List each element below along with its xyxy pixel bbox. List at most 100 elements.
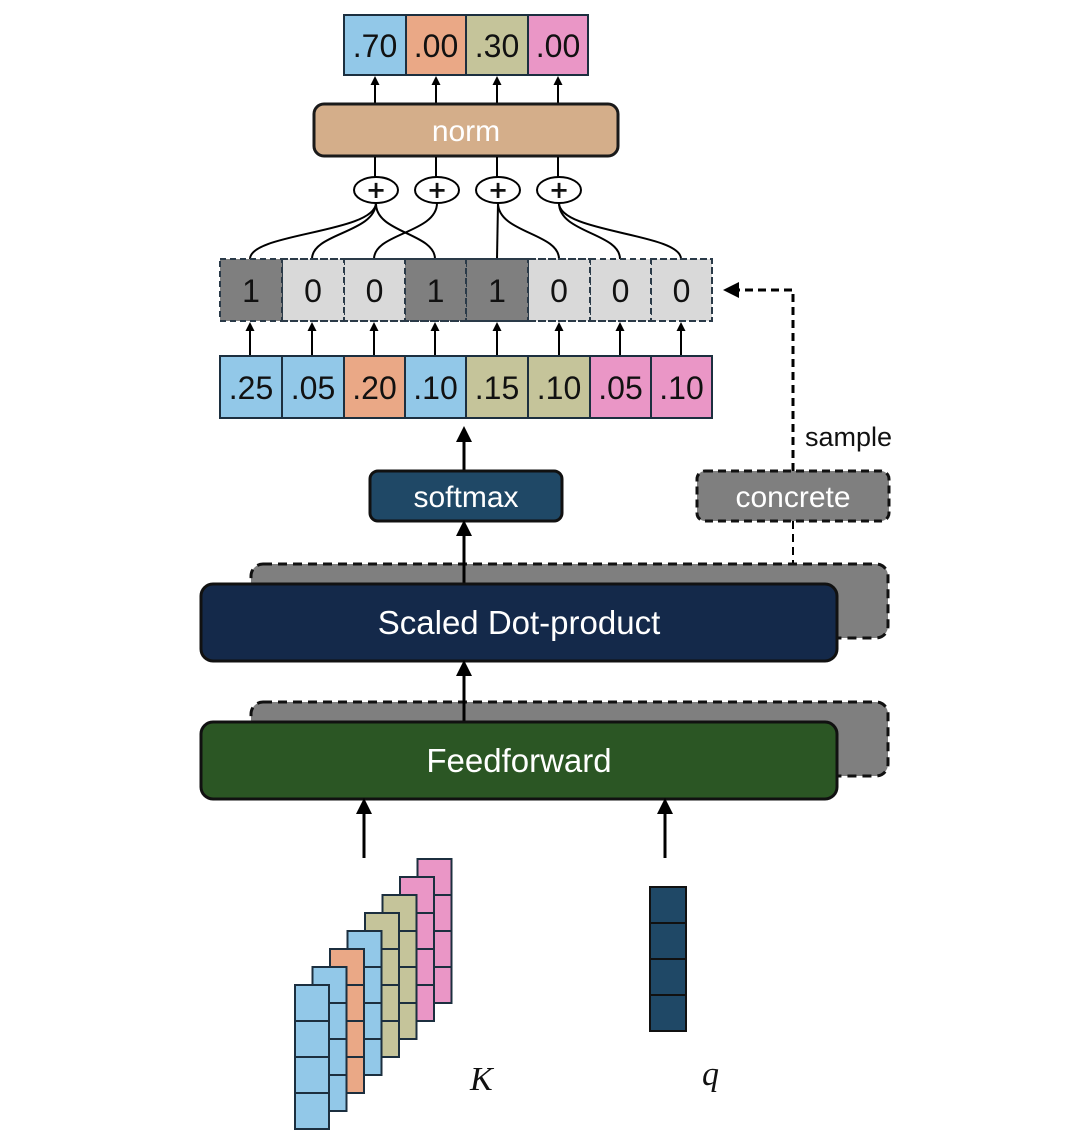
norm-block: norm <box>312 102 620 158</box>
mask-cell-0: 1 <box>219 258 283 322</box>
sum-node-1: + <box>414 176 460 204</box>
keys-label: K <box>469 1061 495 1098</box>
score-cell-value: .05 <box>598 370 642 406</box>
feedforward-block: Feedforward <box>199 720 839 801</box>
score-cell-box <box>219 355 283 419</box>
score-cell-box <box>343 355 406 419</box>
curve <box>497 202 560 260</box>
scaled-dot-box <box>199 582 839 663</box>
curve <box>496 202 499 260</box>
mask-cell-1: 0 <box>281 258 345 322</box>
query-cell <box>649 994 687 1032</box>
score-cell-box <box>281 355 345 419</box>
sum-nodes: + + + + <box>353 176 582 204</box>
query-vector <box>649 886 687 1032</box>
sample-label: sample <box>805 422 892 452</box>
sample-dashed-arrow <box>723 282 795 471</box>
mask-cell-3: 1 <box>404 258 467 322</box>
scaled-dot-block: Scaled Dot-product <box>199 582 839 663</box>
score-cell-5: .10 <box>527 355 591 419</box>
concrete-block: concrete <box>695 469 891 523</box>
query-cell <box>649 958 687 996</box>
key-column-0 <box>294 984 330 1130</box>
concrete-box <box>695 469 891 523</box>
mask-cell-4: 1 <box>465 258 529 322</box>
score-cell-1: .05 <box>281 355 345 419</box>
plus-sign: + <box>427 176 447 204</box>
score-cell-0: .25 <box>219 355 283 419</box>
feedforward-box <box>199 720 839 801</box>
mask-cell-box <box>219 258 283 322</box>
softmax-block: softmax <box>368 469 564 523</box>
score-cell-box <box>650 355 713 419</box>
key-cell <box>294 1056 330 1094</box>
score-cell-7: .10 <box>650 355 713 419</box>
output-cell-box <box>527 14 589 76</box>
plus-to-norm-lines <box>374 157 559 178</box>
query-cell <box>649 922 687 960</box>
score-cell-box <box>465 355 529 419</box>
output-cell-value: .70 <box>353 28 397 64</box>
norm-label: norm <box>432 115 500 148</box>
mask-cell-value: 0 <box>366 273 384 309</box>
key-cell <box>294 984 330 1022</box>
feedforward-label: Feedforward <box>426 742 611 779</box>
score-cell-6: .05 <box>589 355 652 419</box>
mask-cell-value: 0 <box>673 273 691 309</box>
output-cell-1: .00 <box>405 14 467 76</box>
mask-cell-value: 1 <box>242 273 260 309</box>
mask-cell-5: 0 <box>527 258 591 322</box>
score-cell-3: .10 <box>404 355 467 419</box>
output-cell-value: .00 <box>414 28 458 64</box>
norm-to-output-arrows <box>370 76 563 104</box>
score-cell-4: .15 <box>465 355 529 419</box>
sum-node-2: + <box>475 176 521 204</box>
key-cell <box>294 1092 330 1130</box>
softmax-label: softmax <box>413 481 518 514</box>
output-cell-box <box>343 14 407 76</box>
key-stack <box>294 858 453 1130</box>
query-cell <box>649 886 687 924</box>
score-cell-value: .20 <box>352 370 396 406</box>
plus-sign: + <box>488 176 508 204</box>
curve <box>249 202 377 260</box>
score-cell-value: .10 <box>659 370 703 406</box>
output-vector: .70 .00 .30 .00 <box>343 14 589 76</box>
score-cell-box <box>589 355 652 419</box>
score-cell-value: .15 <box>475 370 519 406</box>
mask-cell-2: 0 <box>343 258 406 322</box>
plus-sign: + <box>366 176 386 204</box>
output-cell-3: .00 <box>527 14 589 76</box>
output-cell-value: .30 <box>475 28 519 64</box>
norm-box <box>312 102 620 158</box>
mask-cell-value: 1 <box>488 273 506 309</box>
mask-cell-box <box>527 258 591 322</box>
curve <box>558 202 682 260</box>
score-cell-2: .20 <box>343 355 406 419</box>
mask-cell-value: 0 <box>304 273 322 309</box>
output-cell-0: .70 <box>343 14 407 76</box>
score-cell-value: .10 <box>537 370 581 406</box>
mask-cell-box <box>343 258 406 322</box>
score-cell-value: .25 <box>229 370 273 406</box>
output-cell-box <box>405 14 467 76</box>
output-cell-value: .00 <box>536 28 580 64</box>
score-cell-value: .05 <box>291 370 335 406</box>
key-cell <box>294 1020 330 1058</box>
score-to-mask-arrows <box>245 322 686 356</box>
curve <box>373 202 438 260</box>
curve <box>374 202 436 260</box>
concrete-label: concrete <box>735 481 850 514</box>
mask-cell-value: 0 <box>550 273 568 309</box>
mask-cell-box <box>465 258 529 322</box>
mask-outline <box>219 258 713 322</box>
mask-cell-6: 0 <box>589 258 652 322</box>
sample-path: sample <box>723 282 892 471</box>
mask-to-sum-curves <box>249 202 682 260</box>
output-cell-2: .30 <box>465 14 529 76</box>
score-vector: .25 .05 .20 .10 .15 .10 .05 .10 <box>219 355 713 419</box>
score-cell-value: .10 <box>413 370 457 406</box>
mask-cell-7: 0 <box>650 258 713 322</box>
